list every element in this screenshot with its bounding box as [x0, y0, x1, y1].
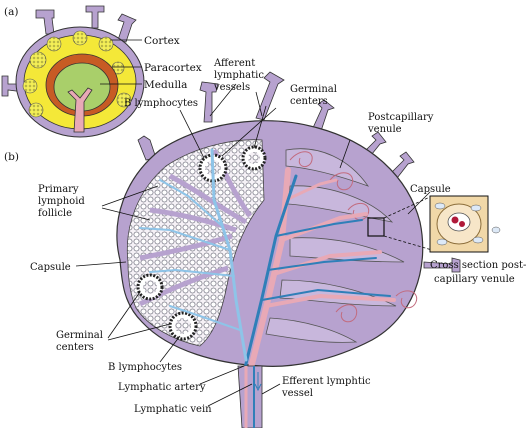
inset-marker-box — [367, 217, 385, 237]
label-germinal-centers-top: Germinal centers — [290, 84, 340, 107]
panel-b: (b) — [4, 58, 530, 428]
label-b-lymphocytes-top: B lymphocytes — [124, 98, 198, 109]
label-medulla: Medulla — [144, 79, 187, 91]
label-paracortex: Paracortex — [144, 62, 202, 74]
label-efferent-vessel: Efferent lymphtic vessel — [281, 376, 374, 399]
trabeculae — [138, 148, 253, 307]
label-afferent: Afferent lymphatic vessels — [213, 58, 267, 93]
label-postcapillary-venule: Postcapillary venule — [367, 112, 437, 135]
panel-b-label: (b) — [4, 151, 19, 163]
label-cortex: Cortex — [144, 35, 180, 47]
vessel-tree — [139, 148, 396, 375]
label-b-lymphocytes-bottom: B lymphocytes — [108, 362, 182, 373]
germinal-centers — [136, 145, 267, 341]
panel-a-hilum-vessel — [67, 87, 93, 133]
label-lymphatic-vein: Lymphatic vein — [134, 404, 212, 415]
label-capsule-right: Capsule — [410, 184, 451, 195]
label-capsule-left: Capsule — [30, 262, 71, 273]
label-primary-follicle: Primary lymphoid follicle — [38, 184, 88, 219]
efferent-flow-arrow — [254, 372, 262, 392]
panel-a-label: (a) — [4, 6, 18, 18]
label-lymphatic-artery: Lymphatic artery — [118, 382, 206, 393]
label-germinal-centers-bottom: Germinal centers — [56, 330, 106, 353]
label-cross-section: Cross section post- capillary venule — [430, 260, 530, 285]
leader-lines — [75, 83, 431, 407]
cross-section-inset — [429, 195, 501, 253]
panel-a: (a) Corte — [1, 5, 202, 138]
